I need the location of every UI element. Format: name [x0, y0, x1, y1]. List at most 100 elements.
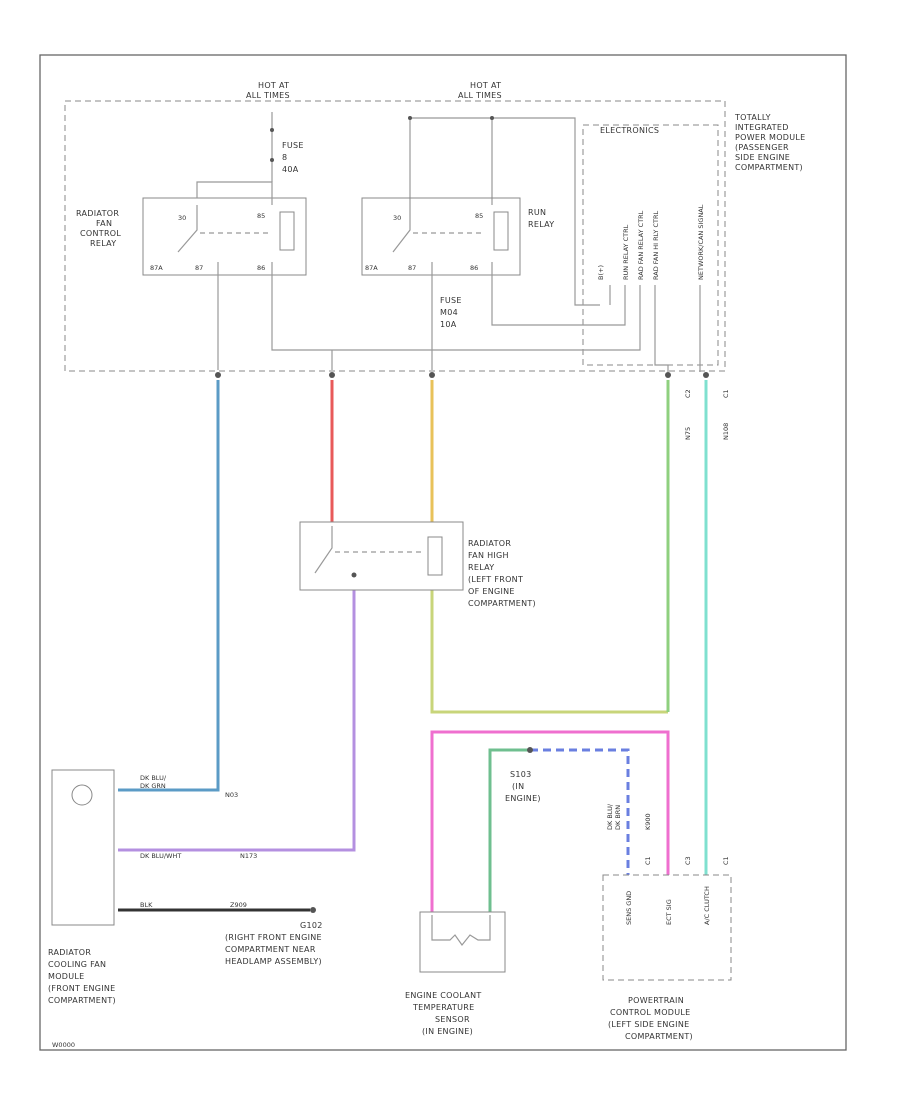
hot-left-label-2: ALL TIMES [246, 91, 290, 100]
rad-relay-label-3: CONTROL [80, 229, 121, 238]
ground-label-4: HEADLAMP ASSEMBLY) [225, 957, 322, 966]
pcm-label-3: (LEFT SIDE ENGINE [608, 1020, 689, 1029]
fuse1-label-2: 8 [282, 153, 287, 162]
pin-id-2: C1 [722, 389, 730, 398]
wire-blue-dashed [530, 748, 630, 875]
run-pin-86: 86 [470, 264, 478, 272]
fan-wire-1b: DK GRN [140, 782, 166, 790]
high-relay-label-2: FAN HIGH [468, 551, 509, 560]
rad-pin-85: 85 [257, 212, 265, 220]
pcm-label-1: POWERTRAIN [628, 996, 684, 1005]
fan-wire-2b: N173 [240, 852, 257, 860]
tipm-ctrl-1: B(+) [597, 265, 605, 280]
ground-dot [310, 907, 316, 913]
pcm-wire-2: DK BRN [614, 805, 622, 830]
wire-purple [118, 590, 356, 852]
fuse2-label-2: M04 [440, 308, 458, 317]
junction-dot [270, 128, 274, 132]
splice-label-1: S103 [510, 770, 532, 779]
high-relay-label-3: RELAY [468, 563, 495, 572]
pcm-box [602, 874, 732, 981]
tipm-ctrl-5: NETWORK/CAN SIGNAL [697, 204, 705, 280]
pin-id-1: C2 [684, 389, 692, 398]
rad-relay-wire [196, 181, 273, 205]
connector-pin [215, 372, 221, 378]
ect-label-1: ENGINE COOLANT [405, 991, 482, 1000]
wire-code-2: N108 [722, 423, 730, 440]
high-relay-label-1: RADIATOR [468, 539, 511, 548]
connector-pin [703, 372, 709, 378]
tipm-ctrl-2: RUN RELAY CTRL [622, 224, 630, 280]
run-relay-86-out [491, 262, 626, 326]
pcm-label-2: CONTROL MODULE [610, 1008, 691, 1017]
footer-code: W0000 [52, 1041, 75, 1049]
fuse1-label-3: 40A [282, 165, 299, 174]
fan-module-box [51, 769, 115, 926]
rad-fan-control-relay-box [142, 197, 307, 276]
run-pin-87: 87 [408, 264, 416, 272]
pin-id-3: C3 [684, 856, 692, 865]
run-pin-30: 30 [393, 214, 401, 222]
electronics-label: ELECTRONICS [600, 126, 659, 135]
ect-label-4: (IN ENGINE) [422, 1027, 473, 1036]
pcm-pin-2: ECT SIG [665, 899, 673, 925]
ect-label-2: TEMPERATURE [412, 1003, 474, 1012]
tipm-ctrl-4: RAD FAN HI RLY CTRL [652, 211, 660, 280]
tipm-label-4: (PASSENGER [735, 143, 789, 152]
rad-relay-label-1: RADIATOR [76, 209, 119, 218]
tipm-label-3: POWER MODULE [735, 133, 806, 142]
rad-relay-switch [177, 205, 198, 253]
connector-pin [429, 372, 435, 378]
pcm-label-4: COMPARTMENT) [625, 1032, 693, 1041]
hot-left-label-1: HOT AT [258, 81, 289, 90]
hot-right-label-1: HOT AT [470, 81, 501, 90]
fan-module-label-1: RADIATOR [48, 948, 91, 957]
electronics-outline [582, 124, 719, 366]
rad-pin-87a: 87A [150, 264, 163, 272]
run-relay-switch [392, 205, 411, 253]
high-relay-contact [351, 572, 357, 578]
hot-right-label-2: ALL TIMES [458, 91, 502, 100]
fan-module-label-4: (FRONT ENGINE [48, 984, 116, 993]
ect-sensor-box [419, 911, 506, 973]
wire-green-dark [488, 748, 530, 912]
connector-pin [329, 372, 335, 378]
fan-wire-2: DK BLU/WHT [140, 852, 181, 860]
rad-pin-86: 86 [257, 264, 265, 272]
wire-code-1: N75 [684, 427, 692, 440]
fan-wire-3b: Z909 [230, 901, 247, 909]
run-relay-label-2: RELAY [528, 220, 555, 229]
fan-module-label-5: COMPARTMENT) [48, 996, 116, 1005]
high-relay-label-6: COMPARTMENT) [468, 599, 536, 608]
junction-dot [270, 158, 274, 162]
fan-module-motor [71, 784, 93, 806]
rad-fan-high-relay-box [299, 521, 464, 591]
splice-label-2: (IN [512, 782, 524, 791]
run-pin-87a: 87A [365, 264, 378, 272]
splice-dot [527, 747, 533, 753]
rad-relay-label-4: RELAY [90, 239, 117, 248]
pin-id-5: C1 [644, 856, 652, 865]
wire-magenta [430, 730, 670, 912]
fan-module-label-2: COOLING FAN [48, 960, 106, 969]
splice-label-3: ENGINE) [505, 794, 541, 803]
ect-label-3: SENSOR [435, 1015, 470, 1024]
fan-wire-1c: N03 [225, 791, 238, 799]
tipm-label-1: TOTALLY [734, 113, 771, 122]
run-relay-label-1: RUN [528, 208, 546, 217]
run-relay-coil [493, 211, 509, 251]
diagram-frame [39, 54, 847, 1051]
pcm-wire-1: DK BLU/ [606, 803, 614, 830]
ground-label-2: (RIGHT FRONT ENGINE [225, 933, 322, 942]
ground-label-3: COMPARTMENT NEAR [225, 945, 316, 954]
pcm-pin-3: A/C CLUTCH [703, 886, 711, 925]
fuse2-label-3: 10A [440, 320, 457, 329]
wire-blue [118, 380, 220, 792]
high-relay-coil [427, 536, 443, 576]
tipm-outline [64, 100, 726, 372]
tipm-ctrl-3: RAD FAN RELAY CTRL [637, 210, 645, 280]
fuse1-label-1: FUSE [282, 141, 304, 150]
pcm-wire-3: K900 [644, 813, 652, 830]
rad-relay-86-out [271, 262, 641, 351]
